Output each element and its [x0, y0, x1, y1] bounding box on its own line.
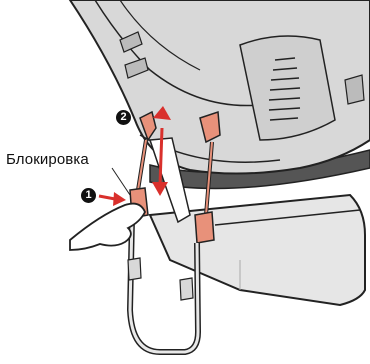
lock-label: Блокировка: [6, 151, 89, 168]
right-arrow-icon: [99, 192, 126, 206]
step-1-badge: 1: [81, 188, 96, 203]
label-leader-line: [112, 168, 130, 195]
step-2-badge: 2: [116, 110, 131, 125]
seat-shell: [70, 0, 370, 174]
